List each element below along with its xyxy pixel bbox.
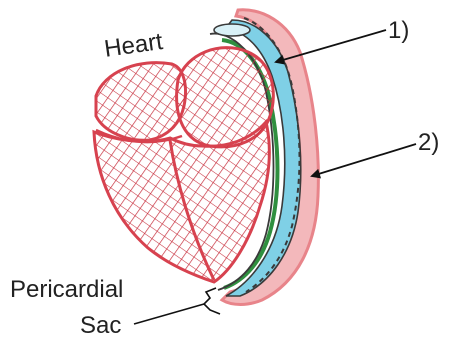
marker-1-label: 1)	[388, 17, 409, 44]
marker-2-label: 2)	[418, 129, 439, 156]
sac-leader-line	[134, 304, 204, 324]
pericardial-sac-label-line2: Sac	[80, 312, 121, 339]
sac-top-cap	[214, 24, 250, 36]
heart-illustration	[94, 48, 273, 282]
ventricles	[94, 122, 269, 282]
pericardial-sac-label-line1: Pericardial	[10, 276, 123, 303]
pointer-2-arrow	[312, 144, 416, 176]
sac-bracket	[204, 288, 220, 314]
left-atrium	[96, 63, 186, 141]
heart-label: Heart	[103, 28, 165, 63]
